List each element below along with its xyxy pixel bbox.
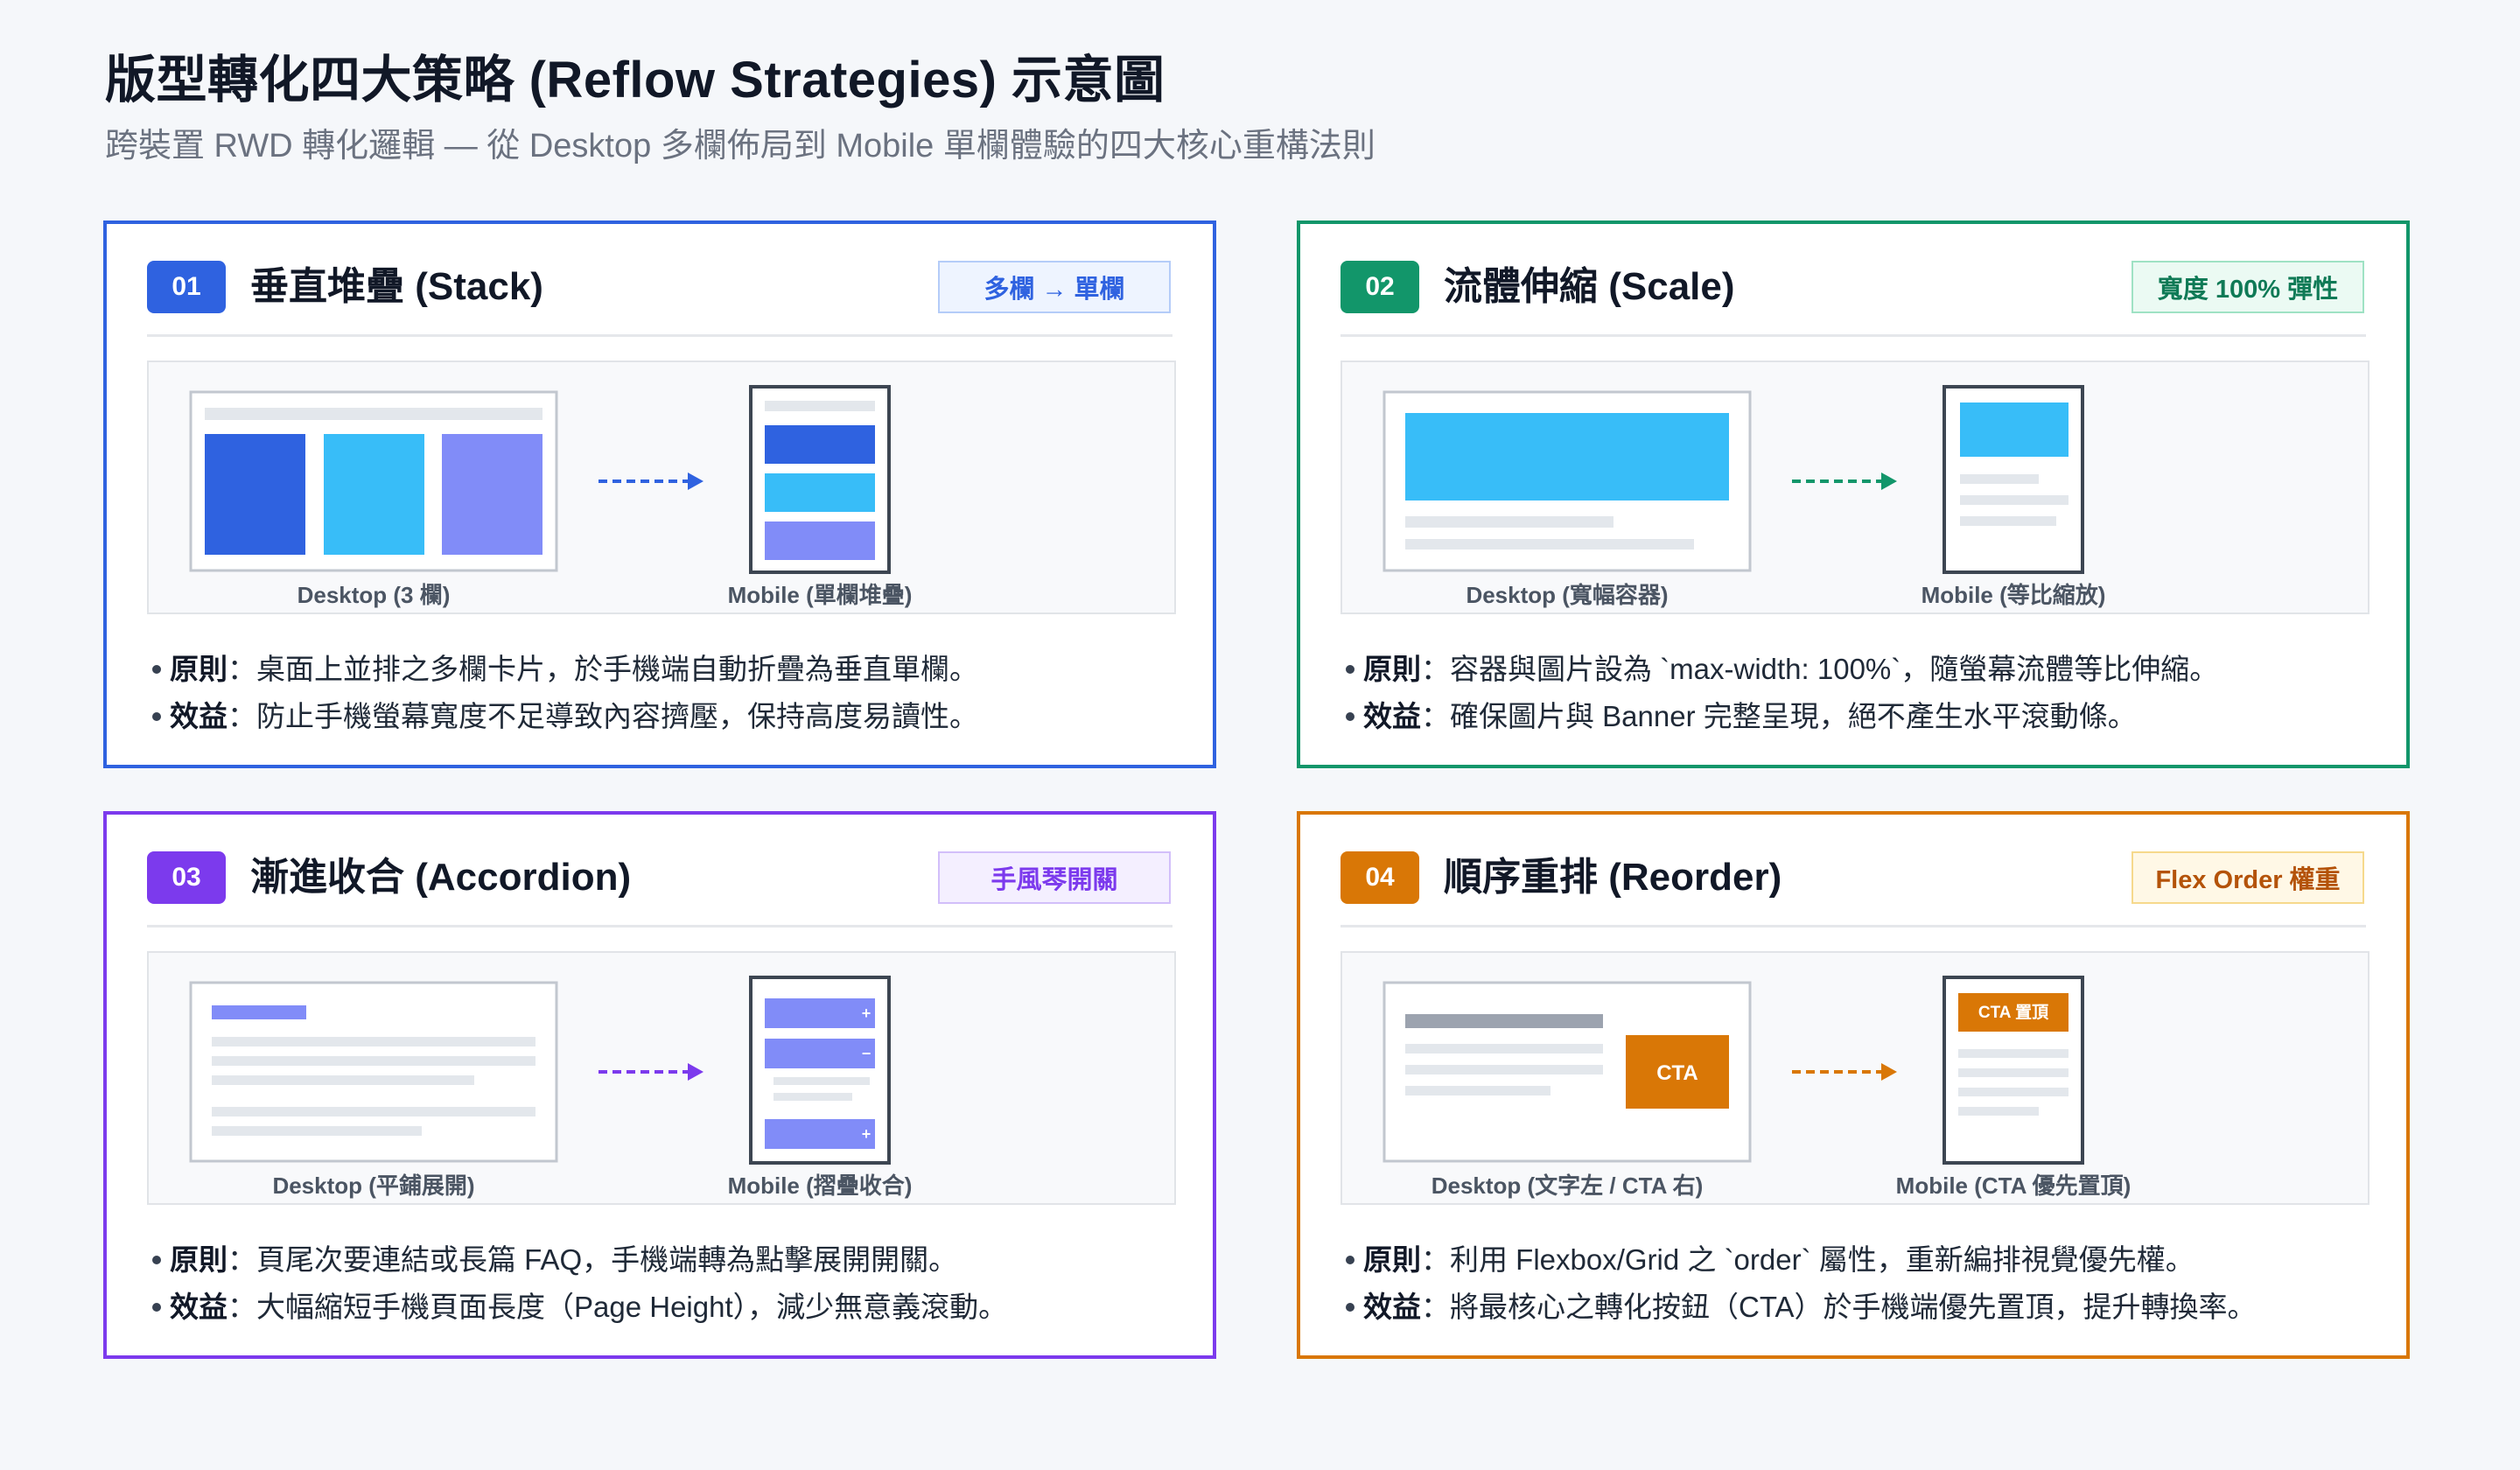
scaled-image: [1960, 402, 2068, 457]
strategy-card-reorder: 04 順序重排 (Reorder) Flex Order 權重 CTA CTA …: [1297, 811, 2410, 1359]
mobile-mockup: [749, 385, 891, 574]
strategy-card-stack: 01 垂直堆疊 (Stack) 多欄 → 單欄 De: [103, 220, 1216, 768]
benefit-item: 效益：將最核心之轉化按鈕（CTA）於手機端優先置頂，提升轉換率。: [1340, 1284, 2257, 1331]
mobile-label: Mobile (等比縮放): [1921, 582, 2106, 608]
page-title: 版型轉化四大策略 (Reflow Strategies) 示意圖: [105, 52, 1166, 108]
cta-block-desktop: [1626, 1035, 1729, 1109]
desktop-mockup: [189, 390, 558, 572]
desktop-label: Desktop (3 欄): [297, 582, 451, 608]
mobile-mockup: + − +: [749, 976, 891, 1165]
benefit-label: 效益: [170, 1291, 228, 1323]
card-tag: 寬度 100% 彈性: [2132, 261, 2364, 313]
desktop-label: Desktop (文字左 / CTA 右): [1431, 1172, 1704, 1199]
card-number-badge: 03: [147, 851, 226, 904]
cta-block-mobile: [1958, 993, 2068, 1032]
bullet-list: 原則：頁尾次要連結或長篇 FAQ，手機端轉為點擊展開開關。 效益：大幅縮短手機頁…: [147, 1236, 1007, 1331]
card-title: 漸進收合 (Accordion): [250, 856, 632, 899]
dashed-arrow: [598, 472, 704, 490]
scale-diagram: Desktop (寬幅容器) Mobile (等比縮放): [1340, 360, 2370, 614]
minus-icon: −: [862, 1045, 872, 1062]
benefit-text: ：防止手機螢幕寬度不足導致內容擠壓，保持高度易讀性。: [228, 700, 978, 732]
dashed-arrow: [598, 1063, 704, 1081]
section-heading-bar: [212, 1005, 306, 1019]
principle-text: ：桌面上並排之多欄卡片，於手機端自動折疊為垂直單欄。: [228, 653, 978, 685]
strategy-card-accordion: 03 漸進收合 (Accordion) 手風琴開關 +: [103, 811, 1216, 1359]
benefit-label: 效益: [1363, 700, 1421, 732]
desktop-mockup: CTA: [1382, 981, 1752, 1163]
principle-item: 原則：利用 Flexbox/Grid 之 `order` 屬性，重新編排視覺優先…: [1340, 1236, 2257, 1284]
card-title: 順序重排 (Reorder): [1444, 856, 1782, 899]
benefit-label: 效益: [170, 700, 228, 732]
reorder-diagram: CTA CTA 置頂 Desktop (文字左 / CTA 右) Mobile …: [1340, 951, 2370, 1205]
desktop-mockup: [189, 981, 558, 1163]
principle-label: 原則: [170, 1243, 228, 1276]
plus-icon: +: [862, 1125, 872, 1143]
benefit-item: 效益：大幅縮短手機頁面長度（Page Height），減少無意義滾動。: [147, 1284, 1007, 1331]
card-tag: 手風琴開關: [938, 851, 1171, 904]
header-divider: [147, 925, 1172, 928]
card-number-badge: 04: [1340, 851, 1419, 904]
stacked-block-3: [765, 522, 875, 560]
mobile-label: Mobile (CTA 優先置頂): [1895, 1172, 2132, 1199]
card-title: 垂直堆疊 (Stack): [250, 265, 543, 308]
accordion-row-collapsed: [765, 998, 875, 1028]
benefit-item: 效益：確保圖片與 Banner 完整呈現，絕不產生水平滾動條。: [1340, 693, 2218, 740]
accordion-row-expanded: [765, 1039, 875, 1068]
benefit-text: ：確保圖片與 Banner 完整呈現，絕不產生水平滾動條。: [1421, 700, 2137, 732]
desktop-label: Desktop (平鋪展開): [272, 1172, 475, 1199]
desktop-label: Desktop (寬幅容器): [1466, 582, 1669, 608]
principle-label: 原則: [1363, 1243, 1421, 1276]
principle-item: 原則：頁尾次要連結或長篇 FAQ，手機端轉為點擊展開開關。: [147, 1236, 1007, 1284]
plus-icon: +: [862, 1004, 872, 1022]
card-tag: Flex Order 權重: [2132, 851, 2364, 904]
benefit-item: 效益：防止手機螢幕寬度不足導致內容擠壓，保持高度易讀性。: [147, 693, 978, 740]
desktop-column-1: [205, 434, 305, 555]
desktop-column-3: [442, 434, 542, 555]
mobile-mockup: CTA 置頂: [1942, 976, 2084, 1165]
mobile-label: Mobile (摺疊收合): [727, 1172, 913, 1199]
dashed-arrow: [1792, 472, 1897, 490]
accordion-row-collapsed: [765, 1119, 875, 1149]
page-subtitle: 跨裝置 RWD 轉化邏輯 — 從 Desktop 多欄佈局到 Mobile 單欄…: [105, 128, 1376, 164]
banner-image: [1405, 413, 1729, 500]
principle-label: 原則: [170, 653, 228, 685]
principle-item: 原則：容器與圖片設為 `max-width: 100%`，隨螢幕流體等比伸縮。: [1340, 646, 2218, 693]
mobile-label: Mobile (單欄堆疊): [727, 582, 913, 608]
principle-text: ：利用 Flexbox/Grid 之 `order` 屬性，重新編排視覺優先權。: [1421, 1243, 2194, 1276]
strategy-card-scale: 02 流體伸縮 (Scale) 寬度 100% 彈性 Desktop: [1297, 220, 2410, 768]
header-divider: [147, 334, 1172, 337]
accordion-diagram: + − + Desktop (平鋪展開) Mobile (摺疊收合): [147, 951, 1176, 1205]
benefit-label: 效益: [1363, 1291, 1421, 1323]
desktop-column-2: [324, 434, 424, 555]
stack-diagram: Desktop (3 欄) Mobile (單欄堆疊): [147, 360, 1176, 614]
principle-text: ：頁尾次要連結或長篇 FAQ，手機端轉為點擊展開開關。: [228, 1243, 958, 1276]
card-tag: 多欄 → 單欄: [938, 261, 1171, 313]
cta-text-mobile: CTA 置頂: [1978, 1003, 2049, 1022]
mobile-mockup: [1942, 385, 2084, 574]
desktop-mockup: [1382, 390, 1752, 572]
stacked-block-1: [765, 425, 875, 464]
header-divider: [1340, 925, 2366, 928]
principle-text: ：容器與圖片設為 `max-width: 100%`，隨螢幕流體等比伸縮。: [1421, 653, 2219, 685]
principle-item: 原則：桌面上並排之多欄卡片，於手機端自動折疊為垂直單欄。: [147, 646, 978, 693]
benefit-text: ：大幅縮短手機頁面長度（Page Height），減少無意義滾動。: [228, 1291, 1008, 1323]
stacked-block-2: [765, 473, 875, 512]
cta-text-desktop: CTA: [1656, 1061, 1698, 1085]
benefit-text: ：將最核心之轉化按鈕（CTA）於手機端優先置頂，提升轉換率。: [1421, 1291, 2257, 1323]
bullet-list: 原則：利用 Flexbox/Grid 之 `order` 屬性，重新編排視覺優先…: [1340, 1236, 2257, 1331]
dashed-arrow: [1792, 1063, 1897, 1081]
card-title: 流體伸縮 (Scale): [1444, 265, 1735, 308]
card-number-badge: 01: [147, 261, 226, 313]
text-heading-bar: [1405, 1014, 1603, 1028]
bullet-list: 原則：桌面上並排之多欄卡片，於手機端自動折疊為垂直單欄。 效益：防止手機螢幕寬度…: [147, 646, 978, 740]
card-number-badge: 02: [1340, 261, 1419, 313]
bullet-list: 原則：容器與圖片設為 `max-width: 100%`，隨螢幕流體等比伸縮。 …: [1340, 646, 2218, 740]
principle-label: 原則: [1363, 653, 1421, 685]
header-divider: [1340, 334, 2366, 337]
